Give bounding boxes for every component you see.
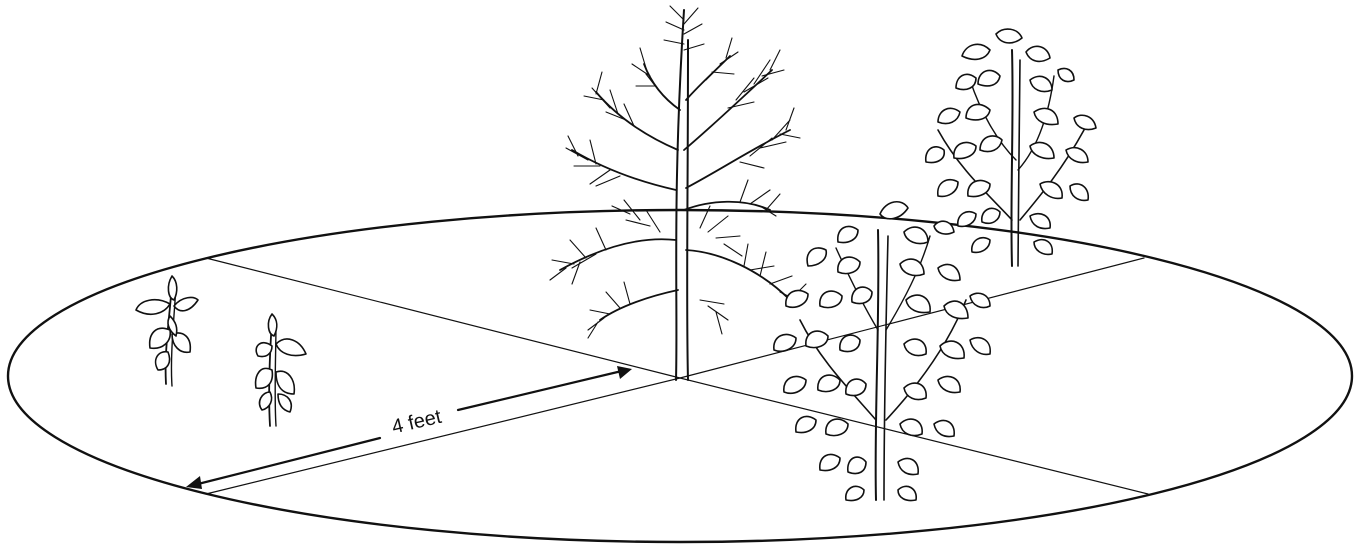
arrowhead-outer: [186, 476, 202, 489]
radius-arrow-line-lower: [190, 438, 380, 486]
shrub-front-leaves: [774, 202, 990, 501]
division-line-front-left: [206, 378, 680, 494]
shrub-front: [774, 202, 990, 501]
planting-area-ellipse: [8, 210, 1352, 542]
seedling-right: [256, 314, 306, 426]
pine-tree: [550, 6, 806, 380]
arrowhead-center: [617, 366, 632, 379]
measurement-label: 4 feet: [390, 406, 444, 439]
seedling-left: [136, 276, 198, 386]
seedling-right-leaf: [268, 314, 276, 336]
division-line-back-right: [680, 258, 1144, 378]
radius-arrow-line-upper: [458, 370, 626, 410]
division-line-back-left: [206, 258, 680, 378]
radius-arrow: 4 feet: [186, 366, 632, 489]
seedling-left-leaf: [168, 276, 176, 300]
